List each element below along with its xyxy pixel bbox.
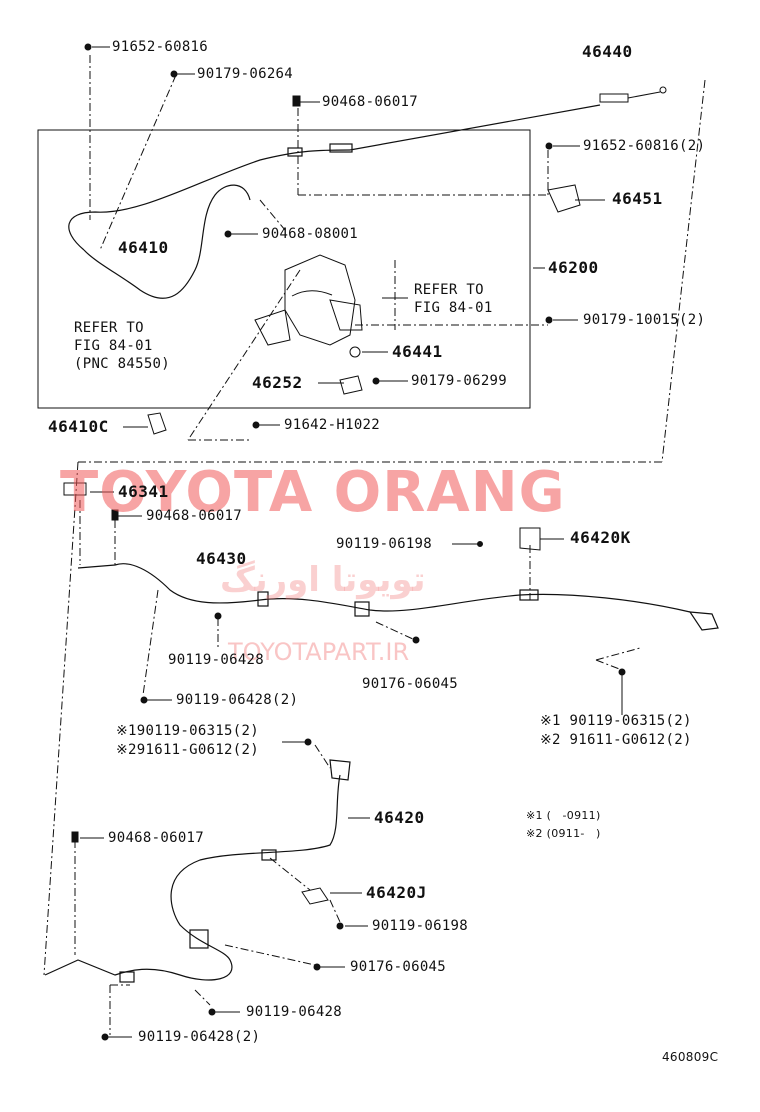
refer-right-line2: FIG 84-01 [414,300,493,316]
watermark-persian: تویوتا اورنگ [220,560,426,600]
cable-46410 [68,104,601,299]
label-90468-06017-mid: 90468-06017 [146,508,243,524]
label-90468-08001: 90468-08001 [262,226,359,242]
label-90119-06198-a: 90119-06198 [336,536,433,552]
label-marked1-left: ※190119-06315(2) [116,723,259,739]
label-91652-60816: 91652-60816 [112,39,209,55]
leader-lines [80,46,623,1038]
label-91642-H1022: 91642-H1022 [284,417,381,433]
label-46440: 46440 [582,42,633,61]
lever-assembly-46252 [254,254,363,395]
label-46451: 46451 [612,189,663,208]
cable-46430 [77,563,719,631]
label-marked2-left: ※291611-G0612(2) [116,742,259,758]
label-46410: 46410 [118,238,169,257]
cable-46420 [44,759,351,983]
note-2: ※2 (0911- ) [526,827,601,840]
label-90176-06045-b: 90176-06045 [350,959,447,975]
label-90119-06428-2b: 90119-06428(2) [138,1029,261,1045]
refer-left-line2: FIG 84-01 [74,338,153,354]
fasteners [63,43,626,1041]
label-90119-06428-b: 90119-06428 [246,1004,343,1020]
refer-right-line1: REFER TO [414,282,484,298]
part-46451 [547,184,581,213]
guide-lines [43,55,706,1035]
part-46410C [147,412,167,435]
watermark-url: TOYOTAPART.IR [228,638,410,666]
part-46420K [519,527,541,551]
label-marked1-right: ※1 90119-06315(2) [540,713,692,729]
label-90468-06017-top: 90468-06017 [322,94,419,110]
label-marked2-right: ※2 91611-G0612(2) [540,732,692,748]
label-46420K: 46420K [570,528,631,547]
label-90119-06428-a: 90119-06428 [168,652,265,668]
refer-left-line1: REFER TO [74,320,144,336]
assembly-box-46200 [37,129,531,409]
label-90119-06428-2a: 90119-06428(2) [176,692,299,708]
refer-left-line3: (PNC 84550) [74,356,171,372]
label-90119-06198-b: 90119-06198 [372,918,469,934]
note-1: ※1 ( -0911) [526,809,601,822]
label-90176-06045-a: 90176-06045 [362,676,459,692]
label-91652-60816-2: 91652-60816(2) [583,138,706,154]
label-90179-10015-2: 90179-10015(2) [583,312,706,328]
diagram-id: 460809C [662,1050,719,1064]
watermark-main: TOYOTA ORANG [60,460,566,525]
label-46430: 46430 [196,549,247,568]
label-90468-06017-bot: 90468-06017 [108,830,205,846]
label-46252: 46252 [252,373,303,392]
label-46410C: 46410C [48,417,109,436]
label-90179-06264: 90179-06264 [197,66,294,82]
label-46420: 46420 [374,808,425,827]
label-46341: 46341 [118,482,169,501]
label-90179-06299: 90179-06299 [411,373,508,389]
label-46441: 46441 [392,342,443,361]
part-46440 [599,86,667,103]
label-46420J: 46420J [366,883,427,902]
label-46200: 46200 [548,258,599,277]
part-46420J [301,887,329,905]
